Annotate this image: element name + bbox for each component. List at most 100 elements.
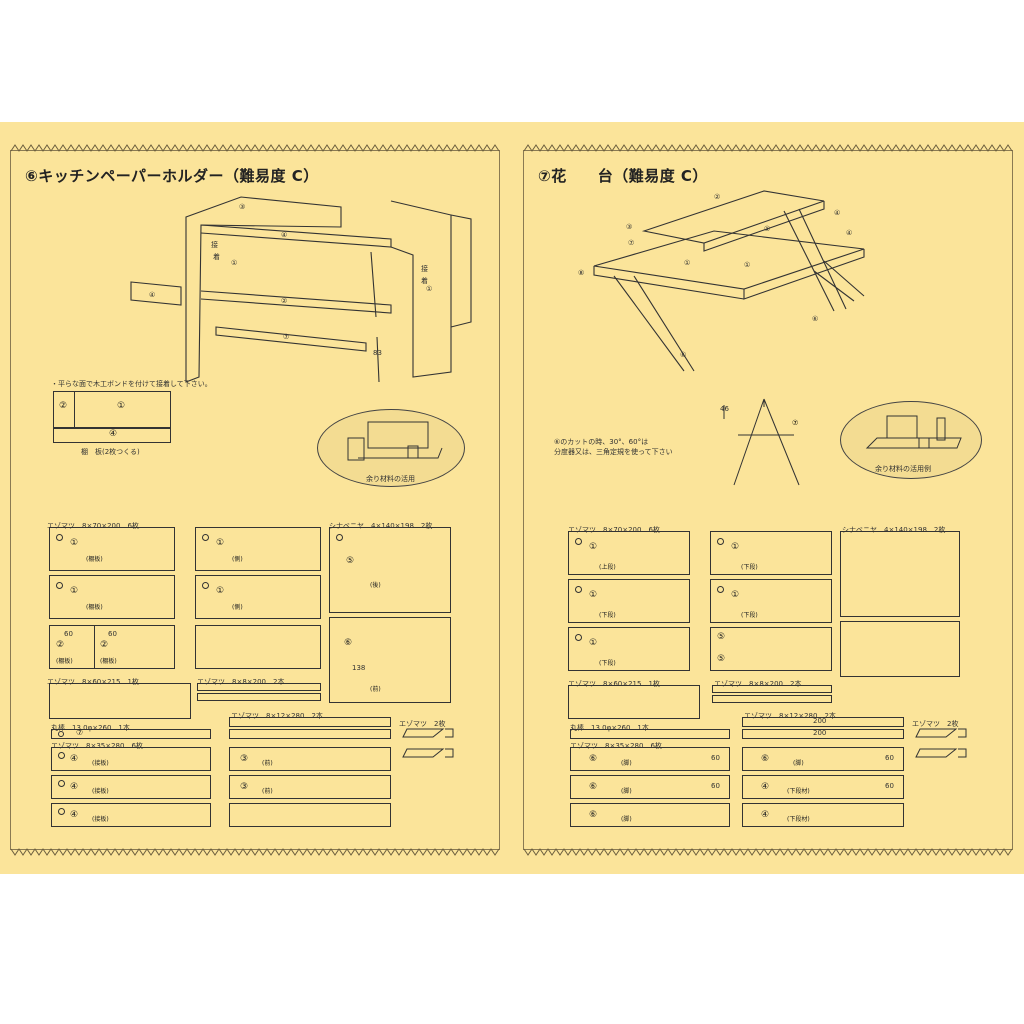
svg-text:⑧: ⑧ <box>578 269 584 277</box>
stock-board-60 <box>49 683 191 719</box>
stock-stick-8b <box>712 695 832 703</box>
cut-piece-3: ①(棚板) <box>49 575 175 619</box>
svg-text:①: ① <box>684 259 690 267</box>
cut-piece-4: ①(側) <box>195 575 321 619</box>
svg-text:①: ① <box>426 285 432 293</box>
cut-piece-r11: ④(下段材)60 <box>742 775 904 799</box>
stock-label-ezomatsu-35: エゾマツ 8×35×280 6枚 <box>570 742 662 750</box>
cut-piece-10: ④(接板) <box>51 803 211 827</box>
cut-piece-r2: ①(下段) <box>710 531 832 575</box>
svg-text:接: 接 <box>421 264 428 273</box>
svg-text:⑦: ⑦ <box>628 239 634 247</box>
svg-text:②: ② <box>281 297 287 305</box>
stock-stick-12b: 200 <box>742 729 904 739</box>
svg-text:③: ③ <box>626 223 632 231</box>
stock-label-shina: シナベニヤ 4×140×198 2枚 <box>329 522 433 530</box>
stock-board-60 <box>568 685 700 719</box>
svg-text:⑦: ⑦ <box>792 419 798 427</box>
cut-piece-blank <box>195 625 321 669</box>
stock-stick-12a <box>229 717 391 727</box>
stock-label-ezomatsu-8: エゾマツ 8×8×200 2本 <box>714 680 802 688</box>
cut-piece-5: 60 60 ②(棚板) ②(棚板) <box>49 625 175 669</box>
stock-label-ezomatsu-8: エゾマツ 8×8×200 2本 <box>197 678 285 686</box>
panel-title: ⑦花 台（難易度 C） <box>538 167 708 185</box>
cut-piece-back: ⑤(後) <box>329 527 451 613</box>
stock-label-ezomatsu-12: エゾマツ 8×12×280 2本 <box>744 712 836 720</box>
cut-piece-12: ③(前) <box>229 775 391 799</box>
stock-stick-8a <box>197 683 321 691</box>
stock-label-2mai: エゾマツ 2枚 <box>399 720 446 728</box>
svg-text:着: 着 <box>421 276 428 285</box>
stock-label-marubo: 丸棒 13.0φ×260 1本 <box>570 724 649 732</box>
svg-text:⑦: ⑦ <box>283 333 289 341</box>
svg-text:③: ③ <box>239 203 245 211</box>
cut-piece-2: ①(側) <box>195 527 321 571</box>
stock-stick-12a: 200 <box>742 717 904 727</box>
shelf-board-part4 <box>53 427 171 443</box>
round-dowel <box>570 729 730 739</box>
stock-label-ezomatsu-70: エゾマツ 8×70×200 6枚 <box>47 522 139 530</box>
angle-note: ⑥のカットの時、30°、60°は 分度器又は、三角定規を使って下さい <box>554 438 673 456</box>
svg-text:②: ② <box>714 193 720 201</box>
cut-piece-r12: ④(下段材) <box>742 803 904 827</box>
leftover-example-photo: 余り材料の活用例 <box>840 401 982 479</box>
cut-piece-r10: ⑥(脚)60 <box>742 747 904 771</box>
paper-holder-assembly-drawing: ③④② ①①④ ⑦接着 接着 83 <box>130 196 472 383</box>
svg-text:④: ④ <box>149 291 155 299</box>
photo-caption: 余り材料の活用例 <box>875 465 931 473</box>
angled-offcut-drawing <box>402 728 454 758</box>
svg-text:①: ① <box>764 225 770 233</box>
shelf-board-part2 <box>53 391 75 429</box>
top-zigzag-border <box>523 144 1013 152</box>
stock-stick-8b <box>197 693 321 701</box>
svg-text:④: ④ <box>281 231 287 239</box>
cut-piece-1: ①(棚板) <box>49 527 175 571</box>
angled-offcut-drawing <box>915 728 967 758</box>
flower-stand-assembly-drawing: ② ③ ⑦ ⑧ ① ① ① ⑥ ⑥ ④ ④ <box>578 190 865 372</box>
stock-label-marubo: 丸棒 13.0φ×260 1本 <box>51 724 130 732</box>
stock-label-2mai: エゾマツ 2枚 <box>912 720 959 728</box>
bottom-zigzag-border <box>10 848 500 856</box>
svg-text:④: ④ <box>846 229 852 237</box>
cut-piece-r1: ①(上段) <box>568 531 690 575</box>
leg-angle-diagram: ⑦ <box>723 398 800 486</box>
cut-piece-8: ④(接板) <box>51 747 211 771</box>
stock-label-ezomatsu-35: エゾマツ 8×35×280 6枚 <box>51 742 143 750</box>
cut-piece-r7: ⑥(脚)60 <box>570 747 730 771</box>
cut-piece-13 <box>229 803 391 827</box>
bottom-zigzag-border <box>523 848 1013 856</box>
svg-text:①: ① <box>744 261 750 269</box>
svg-text:着: 着 <box>213 252 220 261</box>
svg-text:④: ④ <box>834 209 840 217</box>
leftover-material-photo: 余り材料の活用 <box>317 409 465 487</box>
cut-piece-shina-b <box>840 621 960 677</box>
stock-label-ezomatsu-60: エゾマツ 8×60×215 1枚 <box>47 678 139 686</box>
stock-stick-8a <box>712 685 832 693</box>
stock-label-ezomatsu-60: エゾマツ 8×60×215 1枚 <box>568 680 660 688</box>
cut-piece-r3: ①(下段) <box>568 579 690 623</box>
dim-label-83: 83 <box>373 349 382 357</box>
glue-note: ・平らな面で木工ボンドを付けて接着して下さい。 <box>51 380 212 388</box>
top-zigzag-border <box>10 144 500 152</box>
shelf-caption: 棚 板(2枚つくる) <box>81 448 140 456</box>
cut-piece-r5: ①(下段) <box>568 627 690 671</box>
svg-text:⑥: ⑥ <box>680 351 686 359</box>
round-dowel: ⑦ <box>51 728 211 739</box>
cut-piece-11: ③(前) <box>229 747 391 771</box>
panel-title: ⑥キッチンペーパーホルダー（難易度 C） <box>25 167 319 185</box>
svg-text:接: 接 <box>211 240 218 249</box>
stock-stick-12b <box>229 729 391 739</box>
cut-piece-shina-a <box>840 531 960 617</box>
svg-text:①: ① <box>231 259 237 267</box>
stock-label-shina: シナベニヤ 4×140×198 2枚 <box>842 526 946 534</box>
stock-label-ezomatsu-70: エゾマツ 8×70×200 6枚 <box>568 526 660 534</box>
stock-label-ezomatsu-12: エゾマツ 8×12×280 2本 <box>231 712 323 720</box>
cut-piece-r9: ⑥(脚) <box>570 803 730 827</box>
cut-piece-r4: ①(下段) <box>710 579 832 623</box>
photo-caption: 余り材料の活用 <box>366 475 415 483</box>
svg-text:⑥: ⑥ <box>812 315 818 323</box>
